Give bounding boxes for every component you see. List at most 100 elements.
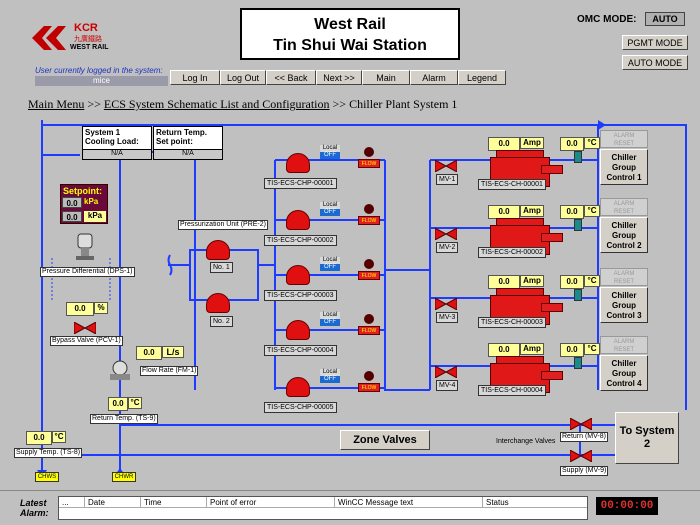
chiller-flow — [541, 165, 563, 174]
off-label: OFF — [320, 319, 340, 326]
chw-pump-tag: TIS-ECS-CHP-00004 — [264, 345, 337, 356]
mv1-valve-icon[interactable] — [435, 160, 457, 172]
chiller-tag: TIS-ECS-CH-00001 — [478, 179, 546, 190]
flow-meter-icon[interactable] — [108, 358, 132, 382]
chiller-amp-unit: Amp — [520, 275, 544, 287]
chiller-temp-unit: °C — [584, 205, 600, 217]
login-user: mice — [35, 76, 168, 86]
reset-text: RESET — [613, 347, 634, 353]
login-button[interactable]: Log In — [170, 70, 220, 85]
pre2-pump-2[interactable] — [206, 293, 230, 313]
chiller-temp-unit: °C — [584, 343, 600, 355]
mv8-valve-icon[interactable] — [570, 418, 592, 430]
flow-switch-icon — [364, 204, 374, 214]
zone-valves-button[interactable]: Zone Valves — [340, 430, 430, 450]
off-label: OFF — [320, 264, 340, 271]
pressure-sensor-icon[interactable] — [75, 232, 95, 262]
chiller-temp-unit: °C — [584, 137, 600, 149]
chw-pump-tag: TIS-ECS-CHP-00005 — [264, 402, 337, 413]
setpoint-value-2[interactable]: 0.0 — [62, 211, 82, 222]
breadcrumb: Main Menu >> ECS System Schematic List a… — [28, 97, 457, 112]
alarm-col: Date — [85, 497, 141, 507]
bypass-valve-icon[interactable] — [74, 322, 96, 334]
setpoint-value-1[interactable]: 0.0 — [62, 197, 82, 208]
alarm-label-1: Latest — [20, 498, 47, 508]
flow-value: 0.0 — [136, 346, 162, 360]
setpoint-unit-1: kPa — [84, 197, 99, 206]
local-label: Local — [320, 369, 340, 376]
omc-label: OMC MODE: — [577, 14, 637, 25]
chw-pump-2[interactable] — [286, 210, 310, 230]
flow-unit: L/s — [162, 346, 184, 358]
back-button[interactable]: << Back — [266, 70, 316, 85]
pgmt-mode-button[interactable]: PGMT MODE — [622, 35, 688, 50]
reset-text: RESET — [613, 141, 634, 147]
chw-pump-4[interactable] — [286, 320, 310, 340]
chiller-amp-unit: Amp — [520, 205, 544, 217]
ts8-unit: °C — [52, 431, 66, 443]
alarm-text: ALARM — [613, 201, 635, 207]
alarm-table[interactable]: ... Date Time Point of error WinCC Messa… — [58, 496, 588, 520]
chiller-group-control-button[interactable]: Chiller Group Control 1 — [600, 149, 648, 185]
bypass-label: Bypass Valve (PCV-1) — [50, 336, 123, 346]
ts9-unit: °C — [128, 397, 142, 409]
local-label: Local — [320, 145, 340, 152]
ts8-value: 0.0 — [26, 431, 52, 445]
alarm-col: Point of error — [207, 497, 335, 507]
pre2-pump-1-tag: No. 1 — [210, 262, 233, 273]
temp-sensor-icon — [574, 289, 582, 301]
mv-tag: MV-2 — [436, 242, 459, 253]
setpoint-title: Setpoint: — [63, 186, 102, 196]
logo-text: KCR — [74, 22, 98, 34]
flow-switch-icon — [364, 371, 374, 381]
mv2-valve-icon[interactable] — [435, 228, 457, 240]
chws-tag: CHWS — [35, 472, 59, 482]
auto-mode-button[interactable]: AUTO MODE — [622, 55, 688, 70]
chiller-group-control-button[interactable]: Chiller Group Control 4 — [600, 355, 648, 391]
ts9-value: 0.0 — [108, 397, 128, 411]
main-button[interactable]: Main — [362, 70, 410, 85]
chiller-amp-value: 0.0 — [488, 275, 520, 289]
mv3-valve-icon[interactable] — [435, 298, 457, 310]
mv-tag: MV-3 — [436, 312, 459, 323]
chw-pump-5[interactable] — [286, 377, 310, 397]
chw-pump-3[interactable] — [286, 265, 310, 285]
breadcrumb-main[interactable]: Main Menu — [28, 97, 85, 111]
next-button[interactable]: Next >> — [316, 70, 362, 85]
chiller-flow — [541, 303, 563, 312]
flow-indicator: FLOW — [358, 271, 380, 280]
logout-button[interactable]: Log Out — [220, 70, 266, 85]
breadcrumb-sep: >> — [332, 97, 347, 111]
mv9-valve-icon[interactable] — [570, 450, 592, 462]
breadcrumb-ecs[interactable]: ECS System Schematic List and Configurat… — [103, 97, 330, 111]
legend-button[interactable]: Legend — [458, 70, 506, 85]
flow-switch-icon — [364, 147, 374, 157]
chiller-temp-value: 0.0 — [560, 205, 584, 219]
system-cooling-load-label: System 1 Cooling Load: — [85, 128, 139, 146]
alarm-reset-button[interactable]: ALARM RESET — [600, 198, 648, 216]
chw-pump-1[interactable] — [286, 153, 310, 173]
pre2-pump-2-tag: No. 2 — [210, 316, 233, 327]
return-temp-setpoint-value: N/A — [153, 149, 223, 160]
temp-sensor-icon — [574, 151, 582, 163]
chiller-group-control-button[interactable]: Chiller Group Control 2 — [600, 217, 648, 253]
chiller-group-control-button[interactable]: Chiller Group Control 3 — [600, 287, 648, 323]
chiller-temp-value: 0.0 — [560, 343, 584, 357]
bypass-value: 0.0 — [66, 302, 94, 316]
reset-text: RESET — [613, 209, 634, 215]
mv4-valve-icon[interactable] — [435, 366, 457, 378]
chw-pump-tag: TIS-ECS-CHP-00001 — [264, 178, 337, 189]
alarm-button[interactable]: Alarm — [410, 70, 458, 85]
ts9-label: Return Temp. (TS-9) — [90, 414, 158, 424]
logo-icon — [32, 26, 66, 50]
pre2-pump-1[interactable] — [206, 240, 230, 260]
to-system-2-button[interactable]: To System 2 — [615, 412, 679, 464]
mv9-label: Supply (MV-9) — [560, 466, 609, 476]
breadcrumb-current: Chiller Plant System 1 — [349, 97, 458, 111]
